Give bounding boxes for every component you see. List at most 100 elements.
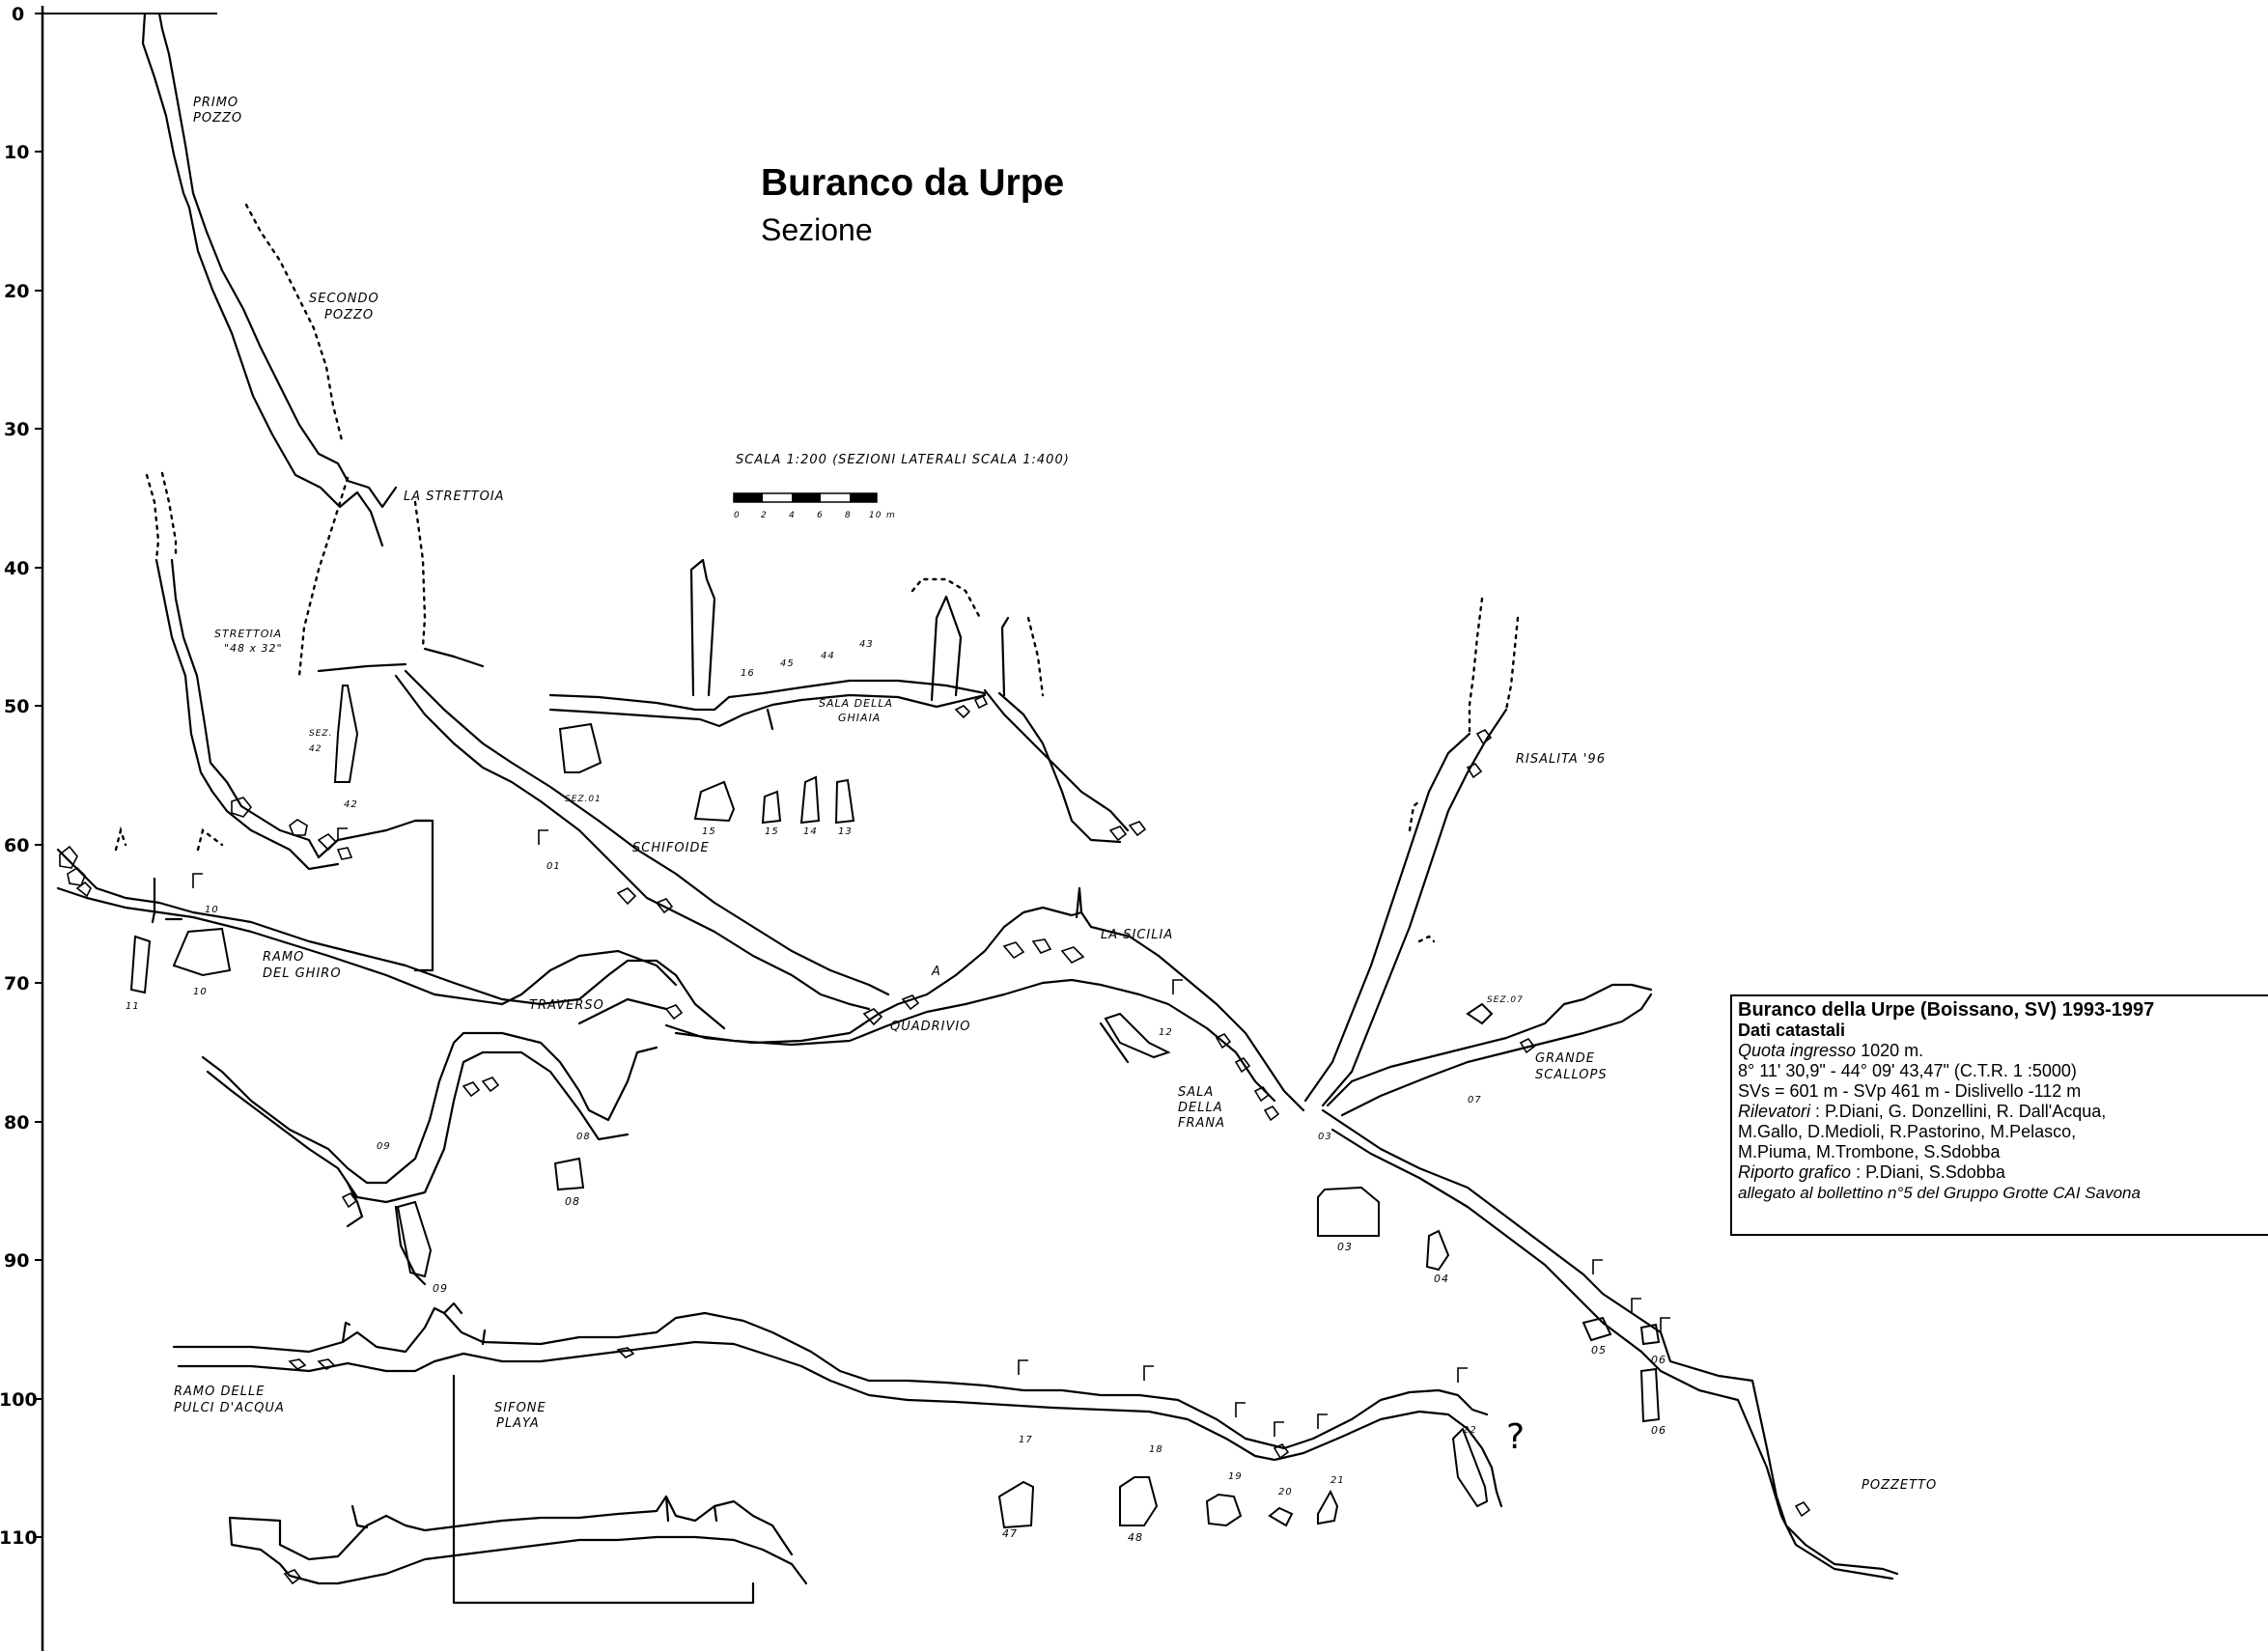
section-label-16: 16 [741,668,755,679]
info-rilevatori-1: : P.Diani, G. Donzellini, R. Dall'Acqua, [1810,1102,2107,1121]
section-label-20: 20 [1278,1487,1293,1497]
callout-sez-01: SEZ.01 [565,795,602,804]
label-frana: FRANA [1178,1116,1225,1131]
info-coords: 8° 11' 30,9" - 44° 09' 43,47" (C.T.R. 1 … [1738,1061,2077,1080]
label-pozzetto: POZZETTO [1862,1478,1937,1493]
label-primo: PRIMO [193,96,238,110]
info-riporto: Riporto grafico : P.Diani, S.Sdobba [1738,1162,2268,1183]
info-quota-value: 1020 m. [1856,1041,1924,1060]
section-label-13: 13 [838,826,853,837]
section-callouts: SEZ.01 SEZ.07 SEZ. 42 A ? [309,729,1525,1457]
lower-gallery [172,1301,1503,1605]
entrance-shafts [141,12,485,678]
section-label-06b: 06 [1651,1424,1666,1437]
label-della: DELLA [1178,1101,1223,1115]
section-label-45: 45 [780,658,795,669]
callout-sez-42: SEZ. [309,729,332,739]
ramo-del-ghiro [56,471,543,1006]
scale-tick-unit: m [886,511,896,520]
depth-tick-20: 20 [4,281,29,302]
section-label-17: 17 [1019,1435,1033,1445]
section-label-08b: 08 [565,1195,580,1208]
info-dev: SVs = 601 m - SVp 461 m - Dislivello -11… [1738,1081,2082,1101]
depth-tick-70: 70 [4,973,29,994]
label-ramo: RAMO [263,950,304,965]
scale-tick-6: 6 [817,511,824,520]
depth-tick-60: 60 [4,835,29,856]
survey-info-box: Buranco della Urpe (Boissano, SV) 1993-1… [1730,994,2268,1236]
label-strettoia: STRETTOIA [214,628,282,640]
info-bulletin: allegato al bollettino n°5 del Gruppo Gr… [1738,1184,2141,1202]
depth-tick-30: 30 [4,419,29,440]
scale-tick-2: 2 [761,511,768,520]
section-label-19: 19 [1228,1471,1243,1482]
label-sala: SALA [1178,1085,1214,1100]
label-del-ghiro: DEL GHIRO [263,966,342,981]
label-ghiaia: GHIAIA [838,712,881,724]
info-quota-label: Quota ingresso [1738,1041,1857,1060]
label-playa: PLAYA [496,1416,540,1431]
label-scallops: SCALLOPS [1535,1068,1608,1082]
depth-tick-40: 40 [4,558,29,579]
scale-tick-8: 8 [845,511,852,520]
map-subtitle: Sezione [761,212,873,247]
section-numbers: 01 03 03 04 05 06 06 07 08 08 09 09 10 1… [126,639,1666,1544]
section-label-11: 11 [126,1001,140,1012]
label-grande: GRANDE [1535,1051,1595,1066]
section-label-05: 05 [1591,1344,1607,1357]
section-label-01: 01 [546,861,561,872]
section-label-43: 43 [859,639,874,650]
label-schifoide: SCHIFOIDE [632,841,710,855]
label-pozzo-1: POZZO [193,111,242,126]
sala-della-ghiaia [548,558,1147,844]
info-rilevatori-2: M.Gallo, D.Medioli, R.Pastorino, M.Pelas… [1738,1122,2077,1141]
scale-tick-4: 4 [789,511,796,520]
callout-point-a: A [931,965,941,979]
callout-sez-42-num: 42 [309,744,322,754]
scale-bar: SCALA 1:200 (SEZIONI LATERALI SCALA 1:40… [733,453,1070,520]
section-label-10: 10 [205,905,219,915]
depth-tick-50: 50 [4,696,29,717]
depth-tick-90: 90 [4,1250,29,1272]
place-labels: PRIMO POZZO SECONDO POZZO LA STRETTOIA S… [174,96,1937,1493]
label-quadrivio: QUADRIVIO [890,1020,970,1034]
label-risalita: RISALITA '96 [1516,752,1606,767]
section-label-12: 12 [1159,1027,1173,1038]
label-pozzo-2: POZZO [324,308,374,322]
section-markers [192,827,1670,1437]
depth-tick-100: 100 [0,1389,38,1411]
quadrivio-loops [201,949,678,1286]
section-label-15b: 15 [702,826,716,837]
section-label-21: 21 [1330,1475,1345,1486]
label-sifone: SIFONE [494,1401,546,1415]
callout-question: ? [1506,1417,1525,1457]
depth-tick-0: 0 [12,4,24,25]
section-label-08: 08 [576,1132,591,1142]
lower-cross-sections [997,1427,1489,1529]
section-label-48: 48 [1128,1531,1143,1544]
scale-tick-10: 10 [869,511,882,520]
section-label-07: 07 [1468,1095,1482,1105]
label-ramo-delle: RAMO DELLE [174,1385,265,1399]
info-rilevatori: Rilevatori : P.Diani, G. Donzellini, R. … [1738,1102,2268,1122]
section-label-10b: 10 [193,987,208,997]
depth-tick-10: 10 [4,142,29,163]
depth-tick-80: 80 [4,1112,29,1133]
info-rilevatori-label: Rilevatori [1738,1102,1811,1121]
section-label-14: 14 [803,826,818,837]
label-traverso: TRAVERSO [529,998,604,1013]
scale-tick-0: 0 [734,511,741,520]
right-branches [1303,597,1899,1581]
info-riporto-label: Riporto grafico [1738,1162,1852,1182]
lowest-passage [228,1495,808,1585]
label-pulci-acqua: PULCI D'ACQUA [174,1401,285,1415]
label-la-sicilia: LA SICILIA [1101,928,1173,942]
info-heading: Buranco della Urpe (Boissano, SV) 1993-1… [1738,999,2155,1021]
label-secondo: SECONDO [309,292,379,306]
section-label-09b: 09 [433,1282,448,1295]
info-riporto-value: : P.Diani, S.Sdobba [1851,1162,2005,1182]
section-label-42: 42 [344,799,358,810]
section-label-44: 44 [821,651,835,661]
section-label-18: 18 [1149,1444,1163,1455]
scale-label: SCALA 1:200 (SEZIONI LATERALI SCALA 1:40… [736,453,1070,467]
